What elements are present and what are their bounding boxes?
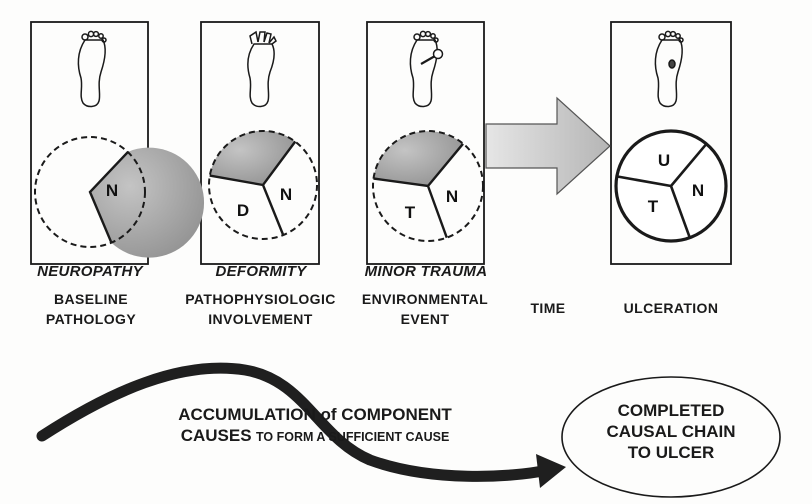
stage-desc-line: PATHOLOGY bbox=[30, 309, 152, 329]
accumulation-line1: ACCUMULATION of COMPONENT bbox=[150, 404, 480, 425]
stage-desc-line: INVOLVEMENT bbox=[168, 309, 353, 329]
result-line: COMPLETED bbox=[590, 400, 752, 421]
wedge-letter: T bbox=[405, 203, 416, 222]
accumulation-text: ACCUMULATION of COMPONENT CAUSES TO FORM… bbox=[150, 404, 480, 448]
result-line: TO ULCER bbox=[590, 442, 752, 463]
stage-desc-baseline: BASELINE PATHOLOGY bbox=[30, 289, 152, 329]
pie-deformity: D N bbox=[209, 131, 317, 239]
foot-icon-minor-trauma bbox=[410, 31, 442, 106]
stage-desc-pathophysiologic: PATHOPHYSIOLOGIC INVOLVEMENT bbox=[168, 289, 353, 329]
pie-neuropathy: N bbox=[35, 137, 204, 258]
foot-icon-neuropathy bbox=[78, 31, 106, 106]
stage-desc-line: PATHOPHYSIOLOGIC bbox=[168, 289, 353, 309]
stage-desc-line: EVENT bbox=[350, 309, 500, 329]
wedge-letter: U bbox=[658, 151, 670, 170]
stage-desc-environmental: ENVIRONMENTAL EVENT bbox=[350, 289, 500, 329]
stage-desc-line: BASELINE bbox=[30, 289, 152, 309]
wedge-letter: N bbox=[280, 185, 292, 204]
accumulation-line2: CAUSES TO FORM A SUFFICIENT CAUSE bbox=[150, 425, 480, 448]
pie-minor-trauma: T N bbox=[373, 131, 483, 241]
accumulation-causes: CAUSES bbox=[181, 426, 252, 445]
result-text: COMPLETED CAUSAL CHAIN TO ULCER bbox=[590, 400, 752, 463]
accumulation-arrowhead bbox=[536, 454, 566, 488]
accumulation-sufficient: TO FORM A SUFFICIENT CAUSE bbox=[256, 430, 449, 444]
time-arrow bbox=[486, 98, 610, 194]
stage-name-neuropathy: NEUROPATHY bbox=[22, 262, 158, 282]
wedge-letter: D bbox=[237, 201, 249, 220]
wedge-letter: N bbox=[106, 181, 118, 200]
foot-icon-ulceration bbox=[655, 31, 683, 106]
stage-name-minor-trauma: MINOR TRAUMA bbox=[355, 262, 497, 282]
wedge-letter: N bbox=[446, 187, 458, 206]
stage-name-deformity: DEFORMITY bbox=[196, 262, 326, 282]
pie-missing-components bbox=[90, 148, 204, 258]
time-label: TIME bbox=[508, 298, 588, 318]
wedge-letter: N bbox=[692, 181, 704, 200]
result-line: CAUSAL CHAIN bbox=[590, 421, 752, 442]
wedge-letter: T bbox=[648, 197, 659, 216]
foot-icon-deformity bbox=[248, 32, 276, 107]
stage-desc-line: ENVIRONMENTAL bbox=[350, 289, 500, 309]
stage-desc-ulceration: ULCERATION bbox=[604, 298, 738, 318]
pie-ulceration: U T N bbox=[616, 131, 726, 241]
